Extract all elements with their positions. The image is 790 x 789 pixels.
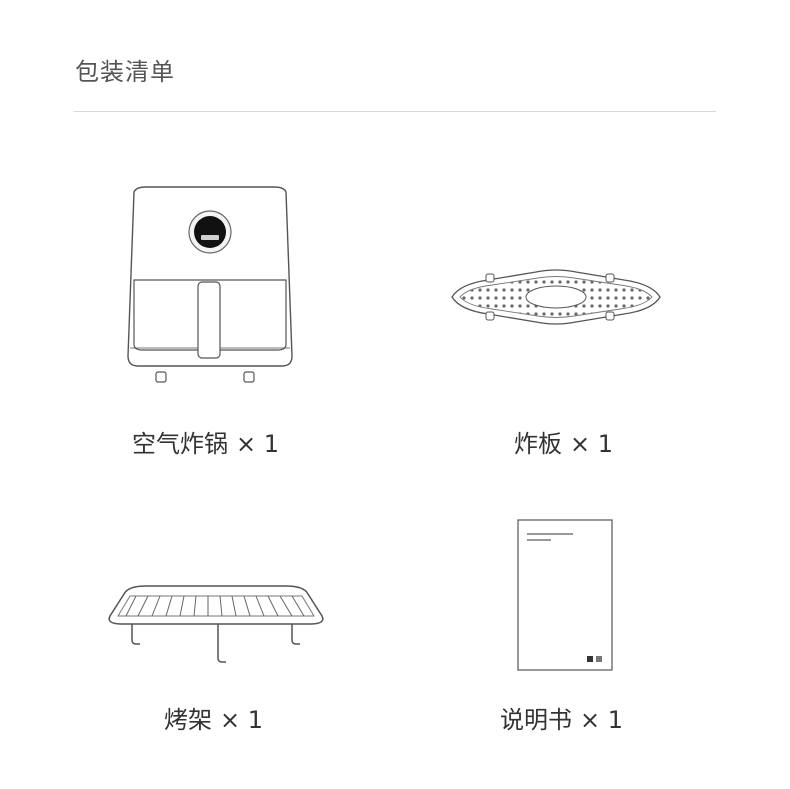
item-caption-manual: 说明书 × 1 — [500, 700, 623, 735]
item-quantity: × 1 — [220, 706, 264, 734]
manual-icon — [517, 519, 613, 671]
crisper-plate-icon — [444, 262, 668, 332]
item-quantity: × 1 — [580, 706, 624, 734]
item-quantity: × 1 — [236, 430, 280, 458]
title-divider — [74, 111, 716, 112]
item-caption-air-fryer: 空气炸锅 × 1 — [132, 424, 279, 459]
page-title: 包装清单 — [75, 58, 175, 86]
air-fryer-icon — [122, 184, 298, 390]
item-name: 空气炸锅 — [132, 430, 228, 458]
item-caption-crisper-plate: 炸板 × 1 — [514, 424, 613, 459]
item-caption-rack: 烤架 × 1 — [164, 700, 263, 735]
item-quantity: × 1 — [570, 430, 614, 458]
item-name: 炸板 — [514, 430, 562, 458]
item-name: 烤架 — [164, 706, 212, 734]
rack-icon — [106, 574, 326, 666]
item-name: 说明书 — [500, 706, 572, 734]
